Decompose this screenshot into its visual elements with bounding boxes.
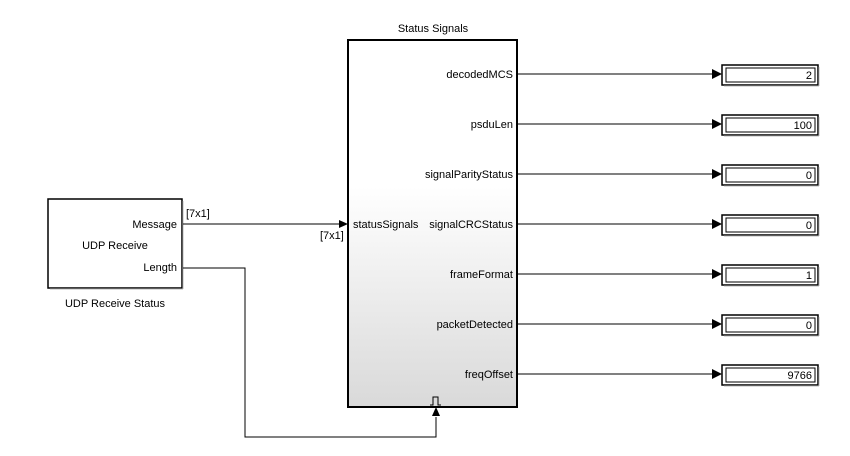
display-block-freq-offset[interactable]: 9766 [721,364,820,387]
wire-length-to-trigger[interactable] [183,267,440,438]
status-block-title: Status Signals [398,23,469,35]
udp-center-label: UDP Receive [82,240,148,252]
display-value: 100 [794,120,812,132]
display-value: 0 [806,320,812,332]
display-block-signal-parity-status[interactable]: 0 [721,164,820,187]
wire-signal-parity-status[interactable] [517,169,722,179]
wire-message-to-status[interactable] [183,220,348,228]
display-value: 1 [806,270,812,282]
display-block-packet-detected[interactable]: 0 [721,314,820,337]
display-block-signal-crcstatus[interactable]: 0 [721,214,820,237]
signal-dim-out-label: [7x1] [186,208,210,220]
display-block-frame-format[interactable]: 1 [721,264,820,287]
wire-psdu-len[interactable] [517,119,722,129]
display-value: 0 [806,220,812,232]
wire-decoded-mcs[interactable] [517,69,722,79]
udp-receive-block[interactable]: Message UDP Receive Length [47,198,184,290]
status-output-port-psdu-len: psduLen [471,119,513,131]
display-value: 9766 [788,370,812,382]
status-output-port-signal-parity-status: signalParityStatus [425,169,514,181]
display-block-psdu-len[interactable]: 100 [721,114,820,137]
status-output-port-signal-crcstatus: signalCRCStatus [429,219,513,231]
wire-freq-offset[interactable] [517,369,722,379]
signal-dim-in-label: [7x1] [320,230,344,242]
status-output-port-packet-detected: packetDetected [437,319,513,331]
status-signals-block[interactable]: statusSignals [347,39,518,408]
wire-signal-crcstatus[interactable] [517,219,722,229]
wire-frame-format[interactable] [517,269,722,279]
display-block-decoded-mcs[interactable]: 2 [721,64,820,87]
status-input-port-label: statusSignals [353,219,419,231]
status-output-port-frame-format: frameFormat [450,269,513,281]
status-output-port-decoded-mcs: decodedMCS [446,69,513,81]
udp-block-title: UDP Receive Status [65,298,166,310]
udp-port-length-label: Length [143,262,177,274]
display-value: 2 [806,70,812,82]
trigger-pulse-icon [430,396,441,406]
status-output-port-freq-offset: freqOffset [465,369,513,381]
udp-port-message-label: Message [132,219,177,231]
display-value: 0 [806,170,812,182]
wire-packet-detected[interactable] [517,319,722,329]
